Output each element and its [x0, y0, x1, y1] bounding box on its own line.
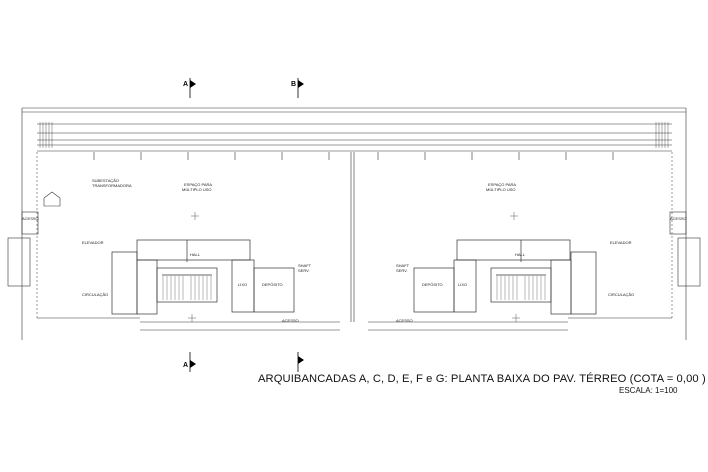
left-exterior: [7, 191, 61, 287]
label-shaft-left-1: SHAFT: [298, 263, 312, 268]
label-elevador-right: ELEVADOR: [610, 240, 632, 245]
label-shaft-left-2: SERV.: [298, 268, 310, 273]
label-acesso-right-out: ACESSO: [670, 216, 687, 221]
label-shaft-right-1: SHAFT: [396, 263, 410, 268]
label-subestacao-1: SUBESTAÇÃO: [92, 178, 119, 183]
canopy-lines: [21, 107, 687, 340]
svg-text:A: A: [183, 81, 188, 88]
right-core: [413, 239, 597, 315]
label-deposito-left: DEPÓSITO: [262, 282, 283, 287]
right-stair-treads: [496, 276, 546, 300]
end-stair-left: [39, 122, 53, 148]
label-espaco-right-2: MÚLTIPLO USO: [486, 187, 516, 192]
section-marker-b-bottom: [297, 352, 304, 372]
label-deposito-right: DEPÓSITO: [422, 282, 443, 287]
label-shaft-right-2: SERV.: [396, 268, 408, 273]
label-espaco-left-1: ESPAÇO PARA: [184, 182, 212, 187]
label-circulacao-right: CIRCULAÇÃO: [608, 292, 634, 297]
level-marks: [188, 212, 520, 322]
svg-text:A: A: [183, 362, 188, 369]
label-circulacao-left: CIRCULAÇÃO: [82, 292, 108, 297]
right-lower-walls: [368, 317, 672, 331]
left-core: [111, 239, 295, 315]
drawing-scale: ESCALA: 1=100: [619, 386, 678, 395]
svg-text:B: B: [291, 81, 296, 88]
label-acesso-left-out: ACESSO: [22, 216, 39, 221]
drawing-title: ARQUIBANCADAS A, C, D, E, F e G: PLANTA …: [258, 373, 706, 385]
label-espaco-right-1: ESPAÇO PARA: [488, 182, 516, 187]
label-acesso-right: ACESSO: [396, 318, 413, 323]
label-hall-left: HALL: [190, 252, 201, 257]
end-stair-right: [655, 122, 669, 148]
left-lower-walls: [37, 317, 340, 331]
left-stair-treads: [162, 276, 212, 300]
section-marker-b-top: B: [291, 78, 304, 98]
label-hall-right: HALL: [515, 252, 526, 257]
label-espaco-left-2: MÚLTIPLO USO: [182, 187, 212, 192]
label-subestacao-2: TRANSFORMADORA: [92, 183, 132, 188]
right-exterior: [669, 211, 701, 287]
label-lixo-left: LIXO: [238, 282, 247, 287]
side-walls: [36, 152, 673, 320]
label-elevador-left: ELEVADOR: [82, 240, 104, 245]
section-marker-a-top: A: [183, 78, 196, 98]
column-grid: [93, 152, 614, 322]
label-lixo-right: LIXO: [458, 282, 467, 287]
label-acesso-left: ACESSO: [282, 318, 299, 323]
section-marker-a-bottom: A: [183, 352, 196, 372]
